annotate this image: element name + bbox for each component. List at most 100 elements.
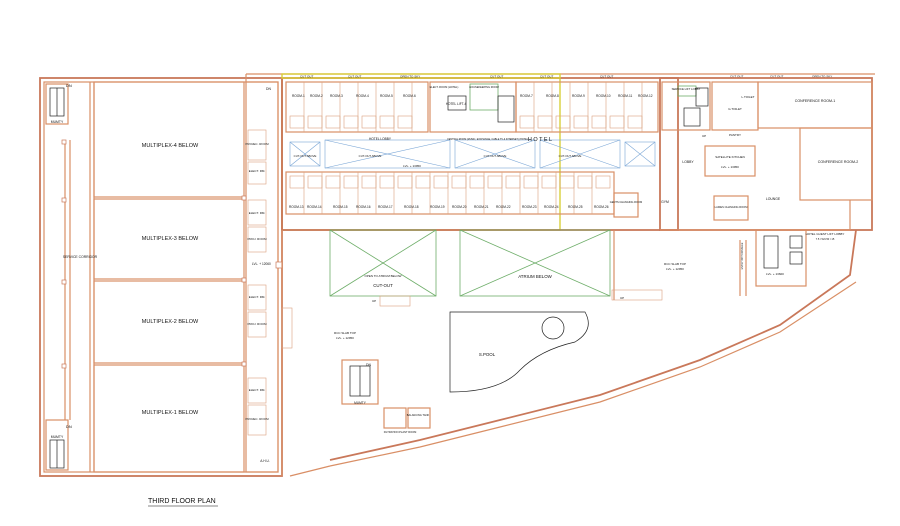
mumty-top-label: MUMTY [51, 120, 64, 124]
room-label: ROOM-15 [333, 205, 348, 209]
room-label: ROOM-5 [380, 94, 393, 98]
room-label: ROOM-24 [544, 205, 559, 209]
rcc-slab-top-1: RCC SLAB TOP [334, 331, 356, 335]
hotel-lift-label: HOTEL LIFT-4 [446, 102, 467, 106]
atrium-pool-deck [281, 229, 857, 477]
hotel-label: H O T E L [528, 137, 552, 143]
proj-room-2-label: PROJ. ROOM [247, 322, 267, 326]
elect-rm-2-label: ELECT. RM. [249, 211, 266, 215]
lounge-label: LOUNGE [766, 197, 781, 201]
room-label: ROOM-16 [356, 205, 371, 209]
room-label: ROOM-3 [330, 94, 343, 98]
service-corridor-label: SERVICE CORRIDOR [63, 255, 98, 259]
multiplex-1-label: MULTIPLEX-1 BELOW [142, 410, 199, 416]
top-room-labels: ROOM-1 ROOM-2 ROOM-3 ROOM-4 ROOM-5 ROOM-… [292, 94, 653, 98]
proj-room-1-label: PROJ. ROOM [247, 237, 267, 241]
room-label: ROOM-23 [522, 205, 537, 209]
ahu-label: A.H.U. [260, 459, 270, 463]
room-label: ROOM-20 [452, 205, 467, 209]
room-label: ROOM-26 [594, 205, 609, 209]
open-to-sky-tag-1: OPEN TO SKY [400, 75, 420, 79]
room-label: ROOM-11 [618, 94, 633, 98]
cutout-above-4: CUT-OUT ABOVE [559, 154, 582, 158]
entry-ramp-label: ENTRY WITH PASSAGE [741, 242, 744, 269]
dn-label-3: DN [266, 87, 271, 91]
lvl-13950-hotel: LVL. + 13950 [403, 164, 421, 168]
up-label-1: UP [372, 299, 376, 303]
housekeeping-label: HOUSEKEEPING ROOM [469, 85, 499, 89]
room-label: ROOM-13 [289, 205, 304, 209]
room-label: ROOM-17 [378, 205, 393, 209]
cut-out-tag-4: CUT OUT [540, 75, 553, 79]
elect-rm-3-label: ELECT. RM. [249, 295, 266, 299]
up-label-2: UP [620, 296, 624, 300]
balancing-tank-label: BALANCING TANK [407, 413, 430, 417]
satellite-lvl-label: LVL. + 13950 [721, 165, 739, 169]
mumty-bottom-label: MUMTY [51, 435, 64, 439]
projec-room-1-label: PROJEC. ROOM [245, 142, 269, 146]
pantry-label: PANTRY [729, 133, 741, 137]
hotel-guest-lift-sub-label: 7.5 / 5x6.50 / 15 [816, 237, 835, 241]
room-label: ROOM-6 [403, 94, 416, 98]
cutout-above-2: CUT-OUT ABOVE [359, 154, 382, 158]
room-label: ROOM-8 [546, 94, 559, 98]
bottom-room-labels: ROOM-13 ROOM-14 ROOM-15 ROOM-16 ROOM-17 … [289, 205, 609, 209]
multiplex-2-label: MULTIPLEX-2 BELOW [142, 319, 199, 325]
filtration-plant-label: FILTRATION PLANT ROOM [384, 430, 417, 434]
cut-out-tag-7: CUT OUT [770, 75, 783, 79]
room-label: ROOM-22 [496, 205, 511, 209]
g-toilet-label: G.TOILET [728, 107, 742, 111]
dn-bottom-label: DN [66, 424, 72, 429]
cut-out-tag-5: CUT OUT [600, 75, 613, 79]
room-label: ROOM-1 [292, 94, 305, 98]
room-label: ROOM-21 [474, 205, 489, 209]
mumty-deck-label: MUMTY [354, 401, 367, 405]
s-pool-label: S.POOL [479, 352, 496, 357]
room-label: ROOM-7 [520, 94, 533, 98]
l-toilet-label: L.TOILET [742, 95, 755, 99]
plan-title: THIRD FLOOR PLAN [148, 498, 216, 505]
hotel-guest-lift-lobby-label: HOTEL GUEST LIFT LOBBY [806, 232, 845, 236]
cut-out-tag-6: CUT OUT [730, 75, 743, 79]
lvl-13600-label: LVL. + 13600 [766, 272, 784, 276]
room-label: ROOM-9 [572, 94, 585, 98]
room-label: ROOM-2 [310, 94, 323, 98]
room-label: ROOM-25 [568, 205, 583, 209]
room-label: ROOM-4 [356, 94, 369, 98]
dn-label-4: DN [366, 363, 371, 367]
conf-room-1-label: CONFERENCE ROOM-1 [795, 99, 836, 103]
cut-out-tag-3: CUT OUT [490, 75, 503, 79]
open-to-atrium-label: OPEN TO ATRIUM BELOW [364, 274, 401, 278]
atrium-below-label: ATRIUM BELOW [518, 274, 552, 279]
gents-changing-label: GENTS CHANGING ROOM [610, 200, 642, 204]
lobby-label: LOBBY [682, 160, 694, 164]
lvl-12950-2: LVL. + 12950 [666, 267, 684, 271]
left-wing [39, 77, 283, 477]
hotel-block [245, 73, 875, 231]
cutout-above-1: CUT-OUT ABOVE [294, 154, 317, 158]
projec-room-2-label: PROJEC. ROOM [245, 417, 269, 421]
cut-out-tag-2: CUT OUT [348, 75, 361, 79]
dn-top-label: DN [66, 83, 72, 88]
room-label: ROOM-12 [638, 94, 653, 98]
up-label-3: UP [702, 134, 706, 138]
elect-rm-4-label: ELECT. RM. [249, 388, 266, 392]
ladies-changing-label: LADIES CHANGING ROOM [715, 205, 748, 209]
multiplex-3-label: MULTIPLEX-3 BELOW [142, 236, 199, 242]
room-label: ROOM-14 [307, 205, 322, 209]
control-room-label: CENTRAL ROOM (MUSIC, EXCHANGE, CABLE TV … [447, 138, 529, 141]
multiplex-4-label: MULTIPLEX-4 BELOW [142, 143, 199, 149]
cut-out-tag-1: CUT OUT [300, 75, 313, 79]
elect-room-hotel-label: ELECT. ROOM (HOTEL) [430, 85, 459, 89]
service-lift-lobby-label: SERVICE LIFT LOBBY [672, 87, 701, 91]
hotel-lobby-label: HOTEL LOBBY [369, 137, 392, 141]
open-to-sky-tag-2: OPEN TO SKY [812, 75, 832, 79]
room-label: ROOM-18 [404, 205, 419, 209]
elect-rm-1-label: ELECT. RM. [249, 169, 266, 173]
cutout-above-3: CUT-OUT ABOVE [484, 154, 507, 158]
rcc-slab-top-2: RCC SLAB TOP [664, 262, 686, 266]
gym-label: GYM [661, 200, 669, 204]
cut-out-label: CUT-OUT [373, 283, 393, 288]
lvl-12060-label: LVL. + 12060 [252, 262, 271, 266]
